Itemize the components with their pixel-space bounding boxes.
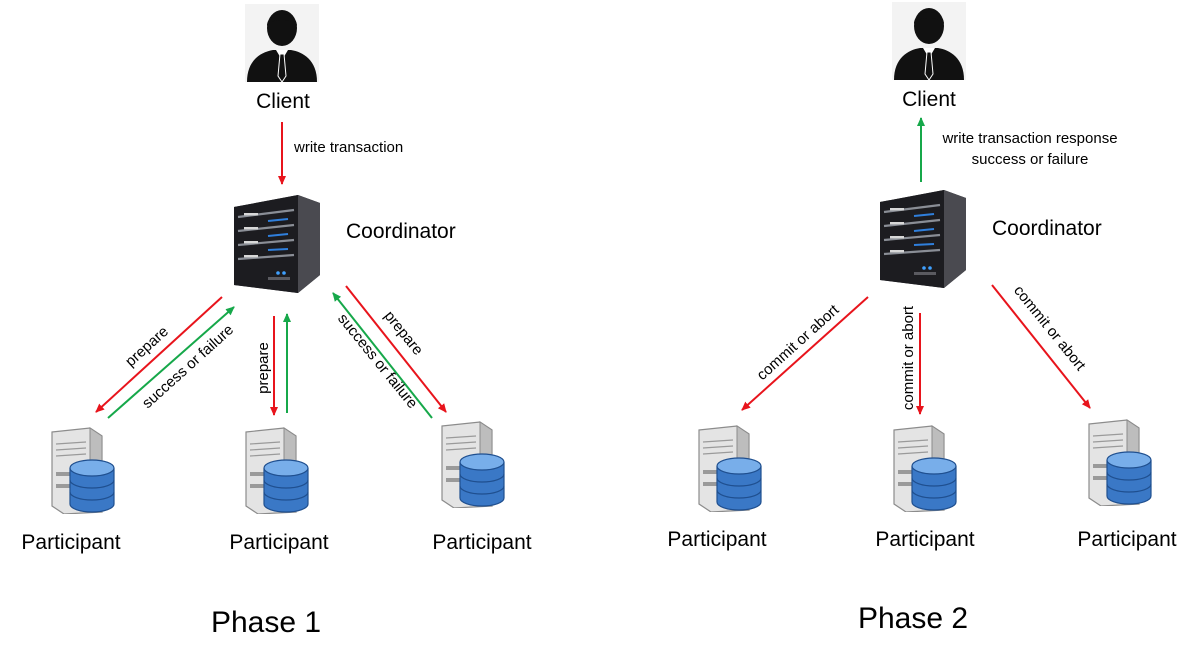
participant-3-db-icon	[441, 421, 505, 508]
prepare-arrow-right	[345, 285, 447, 413]
participant-1-label: Participant	[667, 528, 766, 551]
decision-label-middle: commit or abort	[900, 305, 917, 410]
phase2-title: Phase 2	[858, 602, 968, 635]
participant-2-label: Participant	[229, 531, 328, 554]
phase2: Client write transaction response succes…	[667, 2, 1177, 635]
prepare-label-middle: prepare	[255, 342, 272, 394]
client-person-icon	[892, 2, 966, 80]
client-label: Client	[902, 88, 956, 111]
phase1: Client write transaction Coordinator pre…	[21, 4, 532, 639]
write-response-label-line1: write transaction response	[941, 130, 1117, 147]
decision-label-right: commit or abort	[1010, 282, 1089, 374]
participant-2-label: Participant	[875, 528, 974, 551]
prepare-arrow-left	[95, 296, 223, 413]
participant-3-db-icon	[1088, 419, 1152, 506]
prepare-label-right: prepare	[381, 308, 427, 359]
write-response-label-line2: success or failure	[972, 151, 1089, 168]
participant-1-db-icon	[698, 425, 762, 512]
prepare-label-left: prepare	[122, 323, 172, 370]
decision-arrow-right	[991, 284, 1091, 409]
reply-arrow-left	[107, 306, 235, 419]
client-person-icon	[245, 4, 319, 82]
decision-arrow-left	[741, 296, 869, 411]
participant-2-db-icon	[893, 425, 957, 512]
reply-arrow-right	[332, 292, 433, 419]
participant-1-db-icon	[51, 427, 115, 514]
write-transaction-label: write transaction	[293, 139, 403, 156]
coordinator-label: Coordinator	[346, 220, 456, 243]
participant-3-label: Participant	[1077, 528, 1176, 551]
coordinator-server-icon	[232, 193, 322, 295]
participant-1-label: Participant	[21, 531, 120, 554]
client-label: Client	[256, 90, 310, 113]
phase1-title: Phase 1	[211, 606, 321, 639]
decision-label-left: commit or abort	[754, 301, 843, 384]
participant-3-label: Participant	[432, 531, 531, 554]
participant-2-db-icon	[245, 427, 309, 514]
coordinator-server-icon	[878, 188, 968, 290]
coordinator-label: Coordinator	[992, 217, 1102, 240]
